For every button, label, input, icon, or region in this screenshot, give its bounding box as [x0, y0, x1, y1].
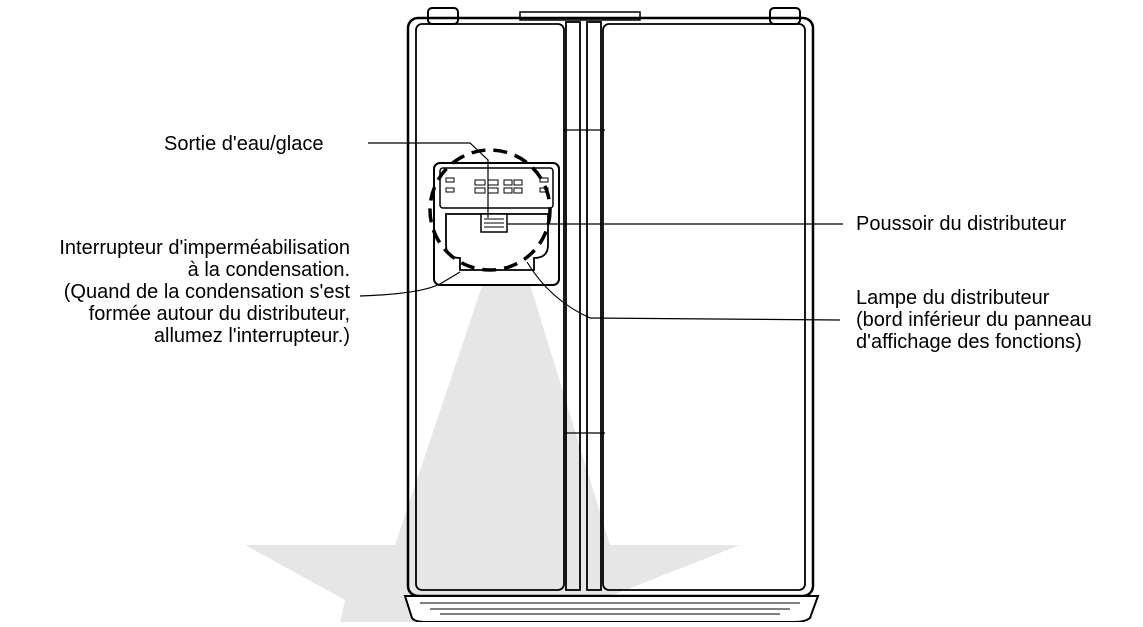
fridge-handle: [586, 21, 602, 591]
label-condensation-line5: allumez l'interrupteur.): [153, 325, 350, 347]
label-water-ice-outlet: Sortie d'eau/glace: [164, 133, 323, 155]
label-dispenser-lamp: Lampe du distributeur (bord inférieur du…: [856, 287, 1092, 353]
leader-dispenser-lamp: [526, 261, 841, 321]
leader-water-ice-outlet: [368, 142, 489, 218]
light-beam: [245, 262, 740, 622]
label-dispenser-lever-text: Poussoir du distributeur: [856, 213, 1067, 235]
leader-condensation-switch: [359, 271, 461, 297]
label-condensation-line4: formée autour du distributeur,: [88, 303, 350, 325]
label-condensation-line3: (Quand de la condensation s'est: [63, 281, 350, 303]
left-hinge: [427, 7, 459, 25]
label-condensation-line1: Interrupteur d'imperméabilisation: [59, 237, 350, 259]
dispenser-highlight-circle: [428, 148, 552, 272]
freezer-handle: [565, 21, 581, 591]
fridge-door: [602, 23, 806, 591]
label-condensation-line2: à la condensation.: [187, 259, 350, 281]
top-cap: [519, 11, 641, 21]
right-hinge: [769, 7, 801, 25]
label-dispenser-lever: Poussoir du distributeur: [856, 213, 1066, 235]
label-dispenser-lamp-line1: Lampe du distributeur: [856, 287, 1050, 309]
freezer-door: [415, 23, 565, 591]
label-water-ice-outlet-text: Sortie d'eau/glace: [164, 133, 324, 155]
label-dispenser-lamp-line2: (bord inférieur du panneau: [856, 309, 1092, 331]
label-condensation-switch: Interrupteur d'imperméabilisation à la c…: [59, 237, 350, 347]
label-dispenser-lamp-line3: d'affichage des fonctions): [856, 331, 1082, 353]
